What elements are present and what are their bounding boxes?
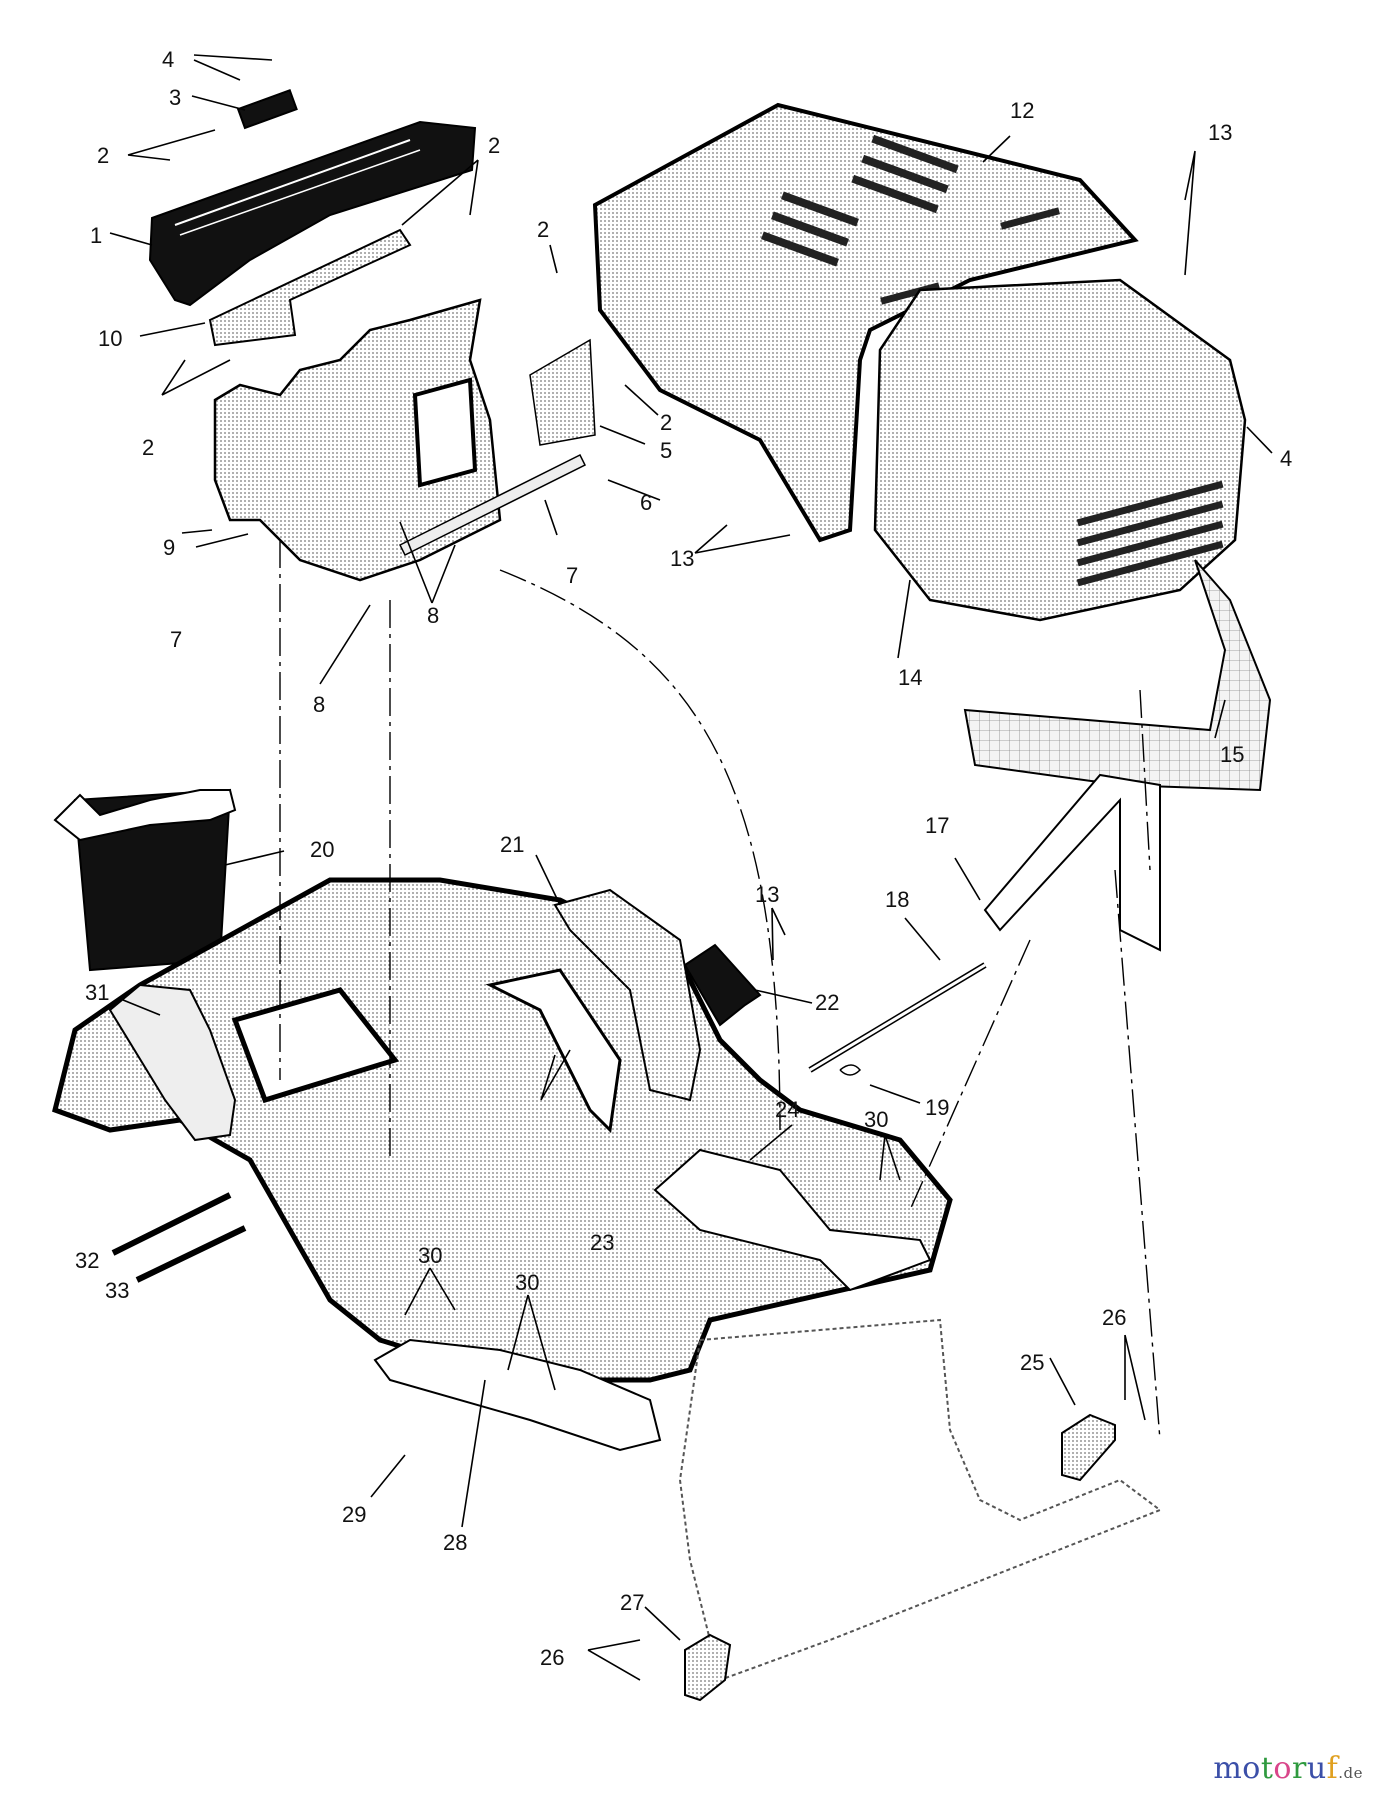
callout-2: 2 <box>488 133 500 158</box>
watermark-letter: o <box>1242 1751 1261 1786</box>
callout-22: 22 <box>815 990 839 1015</box>
watermark-letter: u <box>1306 1751 1327 1786</box>
callout-13: 13 <box>1208 120 1232 145</box>
callout-13: 13 <box>670 546 694 571</box>
watermark-letter: t <box>1260 1751 1274 1786</box>
callout-13: 13 <box>755 882 779 907</box>
callout-31: 31 <box>85 980 109 1005</box>
edge-strips <box>111 1192 247 1283</box>
part-24-footrest <box>653 1148 932 1292</box>
callout-15: 15 <box>1220 742 1244 767</box>
callout-4: 4 <box>1280 446 1292 471</box>
part-1-dash-console <box>148 120 477 307</box>
callout-10: 10 <box>98 326 122 351</box>
callout-27: 27 <box>620 1590 644 1615</box>
callout-6: 6 <box>640 490 652 515</box>
callout-17: 17 <box>925 813 949 838</box>
callout-24: 24 <box>775 1097 799 1122</box>
callout-28: 28 <box>443 1530 467 1555</box>
callout-8: 8 <box>313 692 325 717</box>
callout-12: 12 <box>1010 98 1034 123</box>
part-15-bumper <box>963 559 1272 792</box>
part-12-hood <box>592 102 1139 543</box>
part-5-plate <box>529 338 596 446</box>
frame-outline <box>678 1318 1163 1682</box>
watermark-letter: o <box>1273 1751 1292 1786</box>
callout-2: 2 <box>537 217 549 242</box>
leader-lines <box>109 54 1273 1681</box>
watermark-brand: motoruf <box>1213 1751 1338 1786</box>
callout-labels: 1 2 2 2 2 2 3 4 4 5 6 7 7 8 8 9 10 12 13… <box>75 47 1292 1670</box>
part-14-grille <box>873 278 1247 622</box>
callout-30: 30 <box>418 1243 442 1268</box>
part-25-bracket <box>1061 1413 1116 1482</box>
part-28-footrest <box>373 1338 662 1452</box>
callout-23: 23 <box>590 1230 614 1255</box>
part-6-bar <box>398 453 587 557</box>
watermark-letter: m <box>1213 1751 1243 1786</box>
callout-1: 1 <box>90 223 102 248</box>
part-29-fender-deck <box>52 877 953 1383</box>
callout-30: 30 <box>864 1107 888 1132</box>
callout-2: 2 <box>142 435 154 460</box>
part-10-bracket <box>208 228 412 347</box>
callout-18: 18 <box>885 887 909 912</box>
callout-32: 32 <box>75 1248 99 1273</box>
watermark-letter: r <box>1291 1751 1307 1786</box>
callout-7: 7 <box>170 627 182 652</box>
part-27-bracket <box>684 1633 732 1702</box>
part-31-cover <box>108 983 237 1142</box>
callout-26: 26 <box>1102 1305 1126 1330</box>
callout-3: 3 <box>169 85 181 110</box>
callout-29: 29 <box>342 1502 366 1527</box>
part-20-battery-box <box>53 788 237 972</box>
callout-4: 4 <box>162 47 174 72</box>
callout-30: 30 <box>515 1270 539 1295</box>
callout-14: 14 <box>898 665 922 690</box>
part-9-panel <box>213 298 502 582</box>
part-17-bracket <box>983 773 1161 952</box>
callout-21: 21 <box>500 832 524 857</box>
watermark-tld: .de <box>1338 1764 1363 1782</box>
callout-25: 25 <box>1020 1350 1044 1375</box>
callout-2: 2 <box>97 143 109 168</box>
part-21-shift-plate <box>553 888 702 1102</box>
watermark-logo: motoruf.de <box>1213 1751 1363 1786</box>
watermark-letter: f <box>1326 1751 1339 1786</box>
part-9-window <box>412 377 478 488</box>
callout-5: 5 <box>660 438 672 463</box>
part-22-cover <box>683 943 762 1027</box>
callout-19: 19 <box>925 1095 949 1120</box>
callout-2: 2 <box>660 410 672 435</box>
part-3-plate <box>236 89 298 130</box>
callout-26: 26 <box>540 1645 564 1670</box>
callout-33: 33 <box>105 1278 129 1303</box>
callout-7: 7 <box>566 563 578 588</box>
callout-9: 9 <box>163 535 175 560</box>
callout-8: 8 <box>427 603 439 628</box>
callout-20: 20 <box>310 837 334 862</box>
part-19-pin <box>839 1064 862 1076</box>
